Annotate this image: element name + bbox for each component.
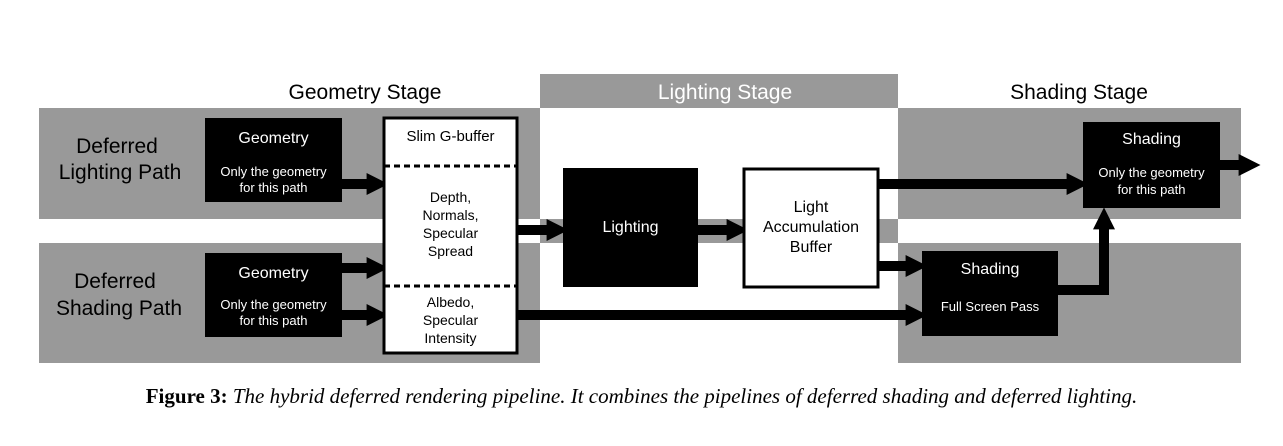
svg-text:Lighting: Lighting — [602, 219, 658, 236]
svg-text:Deferred: Deferred — [74, 270, 156, 293]
svg-text:Depth,: Depth, — [430, 189, 471, 205]
caption-text: The hybrid deferred rendering pipeline. … — [232, 384, 1138, 408]
shading-lighting-path-box: Shading Only the geometry for this path — [1083, 122, 1220, 208]
arrow-full-screen-to-shading-lighting-path — [1058, 207, 1116, 295]
caption-label: Figure 3: — [145, 384, 228, 408]
svg-text:Shading: Shading — [961, 261, 1020, 278]
pipeline-diagram: Geometry Stage Lighting Stage Shading St… — [39, 74, 1261, 363]
shading-full-screen-box: Shading Full Screen Pass — [922, 251, 1058, 336]
svg-text:Intensity: Intensity — [424, 330, 476, 346]
shading-stage-title: Shading Stage — [1010, 81, 1148, 104]
geometry-box-shading-path: Geometry Only the geometry for this path — [205, 253, 342, 337]
figure-caption: Figure 3: The hybrid deferred rendering … — [0, 384, 1283, 409]
arrows — [342, 153, 1261, 327]
deferred-lighting-path-label: Deferred Lighting Path — [59, 135, 182, 184]
svg-text:Normals,: Normals, — [422, 207, 478, 223]
svg-text:Deferred: Deferred — [76, 135, 158, 158]
slim-gbuffer-box: Slim G-buffer Depth, Normals, Specular S… — [382, 116, 519, 355]
svg-text:Accumulation: Accumulation — [763, 219, 859, 236]
svg-text:Specular: Specular — [423, 312, 479, 328]
svg-text:Specular: Specular — [423, 225, 479, 241]
svg-text:for this path: for this path — [240, 180, 308, 195]
gbuffer-albedo-section: Albedo, Specular Intensity — [423, 294, 479, 346]
svg-text:Geometry: Geometry — [238, 265, 308, 282]
svg-text:Full Screen Pass: Full Screen Pass — [941, 299, 1040, 314]
svg-text:Only the geometry: Only the geometry — [1098, 165, 1205, 180]
svg-text:Buffer: Buffer — [790, 239, 833, 256]
lighting-stage-band — [540, 74, 898, 108]
svg-text:Lighting Path: Lighting Path — [59, 161, 182, 184]
lighting-box: Lighting — [563, 168, 698, 287]
light-accumulation-buffer-box: Light Accumulation Buffer — [742, 167, 880, 289]
svg-text:Light: Light — [794, 199, 829, 216]
svg-text:Geometry: Geometry — [238, 130, 308, 147]
svg-text:Only the geometry: Only the geometry — [220, 164, 327, 179]
gbuffer-title: Slim G-buffer — [406, 128, 494, 145]
deferred-shading-path-label: Deferred Shading Path — [56, 270, 182, 320]
svg-text:Shading: Shading — [1122, 131, 1181, 148]
svg-text:Albedo,: Albedo, — [427, 294, 474, 310]
svg-text:for this path: for this path — [240, 313, 308, 328]
geometry-box-lighting-path: Geometry Only the geometry for this path — [205, 118, 342, 202]
svg-text:Shading Path: Shading Path — [56, 297, 182, 320]
svg-text:Spread: Spread — [428, 243, 473, 259]
lighting-stage-title: Lighting Stage — [658, 81, 792, 104]
svg-text:Only the geometry: Only the geometry — [220, 297, 327, 312]
gbuffer-depth-normals-section: Depth, Normals, Specular Spread — [422, 189, 478, 259]
geometry-stage-title: Geometry Stage — [289, 81, 442, 104]
svg-text:for this path: for this path — [1118, 182, 1186, 197]
